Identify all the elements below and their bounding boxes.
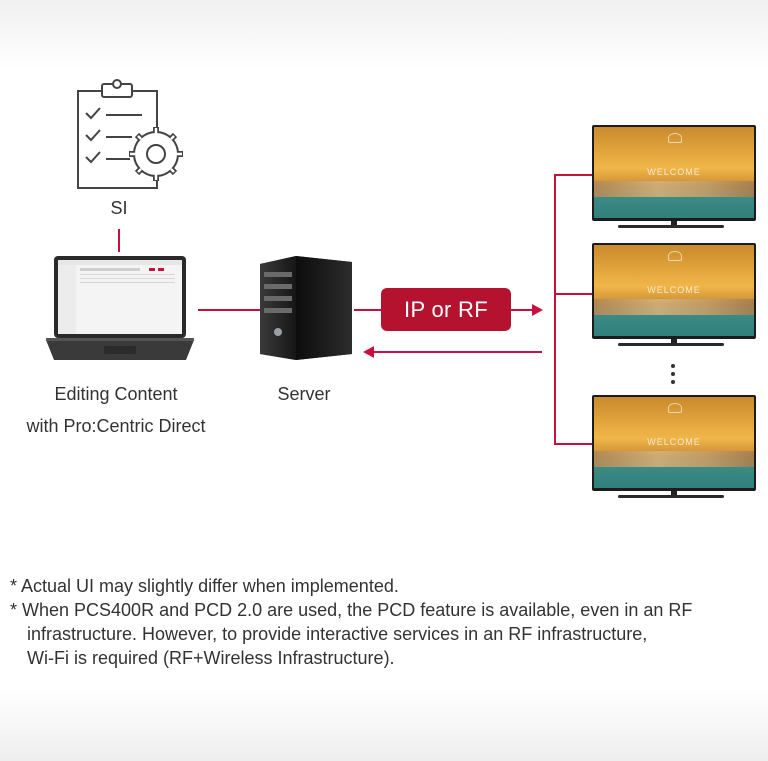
tv1-branch-line — [554, 174, 592, 176]
tv3-branch-line — [554, 443, 592, 445]
vertical-ellipsis-icon — [671, 364, 675, 384]
footnote-1: * Actual UI may slightly differ when imp… — [10, 576, 399, 596]
editing-content-label-line1: Editing Content — [54, 384, 178, 404]
si-connector-line — [118, 229, 120, 252]
laptop-server-line — [198, 309, 260, 311]
tv-welcome-text: WELCOME — [647, 285, 701, 295]
tv2-branch-line — [554, 293, 592, 295]
server-badge-line — [354, 309, 382, 311]
badge-tv-line — [511, 309, 533, 311]
arrow-left-icon — [363, 346, 374, 358]
editing-content-label-line2: with Pro:Centric Direct — [26, 416, 206, 436]
top-background — [0, 0, 768, 70]
bottom-background — [0, 690, 768, 761]
laptop-icon — [46, 256, 194, 360]
arrow-right-icon — [532, 304, 543, 316]
footnote-2-cont-1: infrastructure. However, to provide inte… — [27, 624, 648, 644]
clipboard-gear-icon — [77, 79, 183, 189]
tv-welcome-text: WELCOME — [647, 167, 701, 177]
return-line — [374, 351, 542, 353]
si-label: SI — [110, 198, 128, 218]
server-label: Server — [277, 384, 331, 404]
tv-bus-line — [554, 174, 556, 443]
connection-type-badge: IP or RF — [381, 288, 511, 331]
server-icon — [260, 256, 352, 360]
footnote-2-cont-2: Wi-Fi is required (RF+Wireless Infrastru… — [27, 648, 395, 668]
footnote-2: * When PCS400R and PCD 2.0 are used, the… — [10, 600, 693, 620]
tv-welcome-text: WELCOME — [647, 437, 701, 447]
